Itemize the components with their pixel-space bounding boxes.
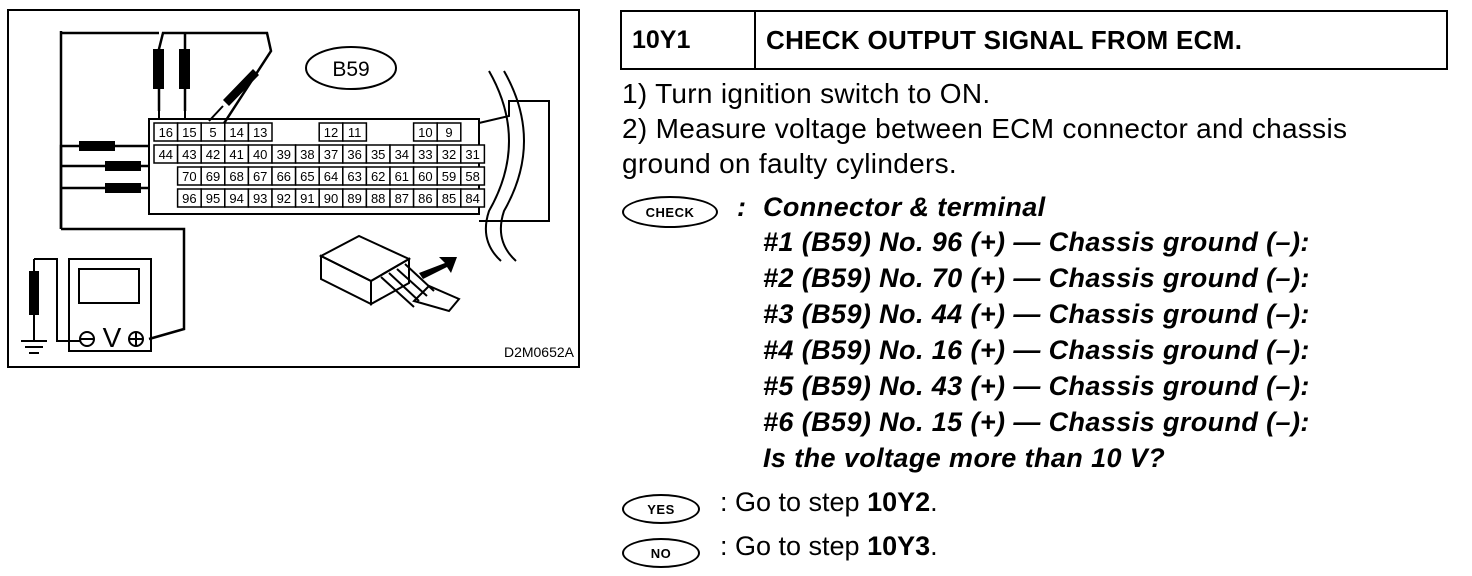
connector-label-bubble	[305, 46, 397, 90]
terminal-number: 16	[159, 125, 173, 140]
no-end: .	[930, 531, 938, 561]
check-item-3: #3 (B59) No. 44 (+) — Chassis ground (–)…	[763, 299, 1310, 329]
terminal-number: 13	[253, 125, 267, 140]
terminal-number: 65	[300, 169, 314, 184]
connector-diagram: B59 16 15 5 14 13 12 11 10 9 44 43 42 41 40 39 38 37 36 35…	[7, 9, 580, 368]
terminal-number: 40	[253, 147, 267, 162]
terminal-number: 38	[300, 147, 314, 162]
terminal-number: 89	[347, 191, 361, 206]
terminal-number: 86	[418, 191, 432, 206]
terminal-number: 90	[324, 191, 338, 206]
terminal-cell	[247, 122, 273, 142]
terminal-number: 34	[395, 147, 409, 162]
terminal-cell	[460, 166, 486, 186]
terminal-number: 11	[348, 125, 362, 140]
terminal-number: 41	[229, 147, 243, 162]
terminal-number: 96	[182, 191, 196, 206]
terminal-number: 62	[371, 169, 385, 184]
check-colon: :	[737, 192, 747, 222]
terminal-cell	[436, 122, 462, 142]
terminal-number: 58	[465, 169, 479, 184]
yes-text: : Go to step	[720, 487, 868, 517]
terminal-number: 31	[465, 147, 479, 162]
terminal-number: 36	[347, 147, 361, 162]
no-result: : Go to step 10Y3.	[720, 531, 938, 562]
terminal-number: 91	[300, 191, 314, 206]
instruction-2: 2) Measure voltage between ECM connector…	[622, 113, 1348, 144]
terminal-number: 69	[206, 169, 220, 184]
terminal-number: 37	[324, 147, 338, 162]
terminal-grid: 16 15 5 14 13 12 11 10 9 44 43 42 41 40 39 38 37 36 35 34 33…	[153, 122, 486, 208]
yes-target: 10Y2	[867, 487, 931, 517]
yes-end: .	[930, 487, 938, 517]
terminal-number: 66	[277, 169, 291, 184]
connector-label: B59	[332, 58, 369, 81]
check-item-4: #4 (B59) No. 16 (+) — Chassis ground (–)…	[763, 335, 1310, 365]
terminal-number: 95	[206, 191, 220, 206]
voltmeter-symbol: V	[103, 322, 122, 353]
terminal-number: 92	[277, 191, 291, 206]
no-text: : Go to step	[720, 531, 868, 561]
terminal-number: 88	[371, 191, 385, 206]
terminal-number: 33	[418, 147, 432, 162]
no-target: 10Y3	[867, 531, 931, 561]
terminal-number: 15	[182, 125, 196, 140]
terminal-number: 94	[229, 191, 243, 206]
terminal-number: 9	[445, 125, 452, 140]
terminal-number: 39	[277, 147, 291, 162]
terminal-number: 84	[465, 191, 479, 206]
terminal-number: 35	[371, 147, 385, 162]
terminal-number: 70	[182, 169, 196, 184]
check-item-6: #6 (B59) No. 15 (+) — Chassis ground (–)…	[763, 407, 1310, 437]
terminal-number: 85	[442, 191, 456, 206]
check-item-2: #2 (B59) No. 70 (+) — Chassis ground (–)…	[763, 263, 1310, 293]
terminal-number: 32	[442, 147, 456, 162]
check-heading: Connector & terminal	[763, 192, 1046, 222]
terminal-number: 64	[324, 169, 338, 184]
terminal-number: 12	[324, 125, 338, 140]
terminal-cell	[342, 122, 368, 142]
yes-result: : Go to step 10Y2.	[720, 487, 938, 518]
terminal-number: 44	[159, 147, 173, 162]
check-badge: CHECK	[622, 196, 718, 228]
terminal-number: 87	[395, 191, 409, 206]
terminal-number: 68	[229, 169, 243, 184]
terminal-number: 93	[253, 191, 267, 206]
terminal-cell	[460, 188, 486, 208]
terminal-number: 63	[347, 169, 361, 184]
instruction-3: ground on faulty cylinders.	[622, 148, 957, 179]
no-badge: NO	[622, 538, 700, 568]
figure-code: D2M0652A	[504, 344, 575, 360]
check-item-5: #5 (B59) No. 43 (+) — Chassis ground (–)…	[763, 371, 1310, 401]
terminal-number: 42	[206, 147, 220, 162]
check-question: Is the voltage more than 10 V?	[763, 443, 1166, 473]
terminal-number: 14	[229, 125, 243, 140]
step-header: 10Y1 CHECK OUTPUT SIGNAL FROM ECM.	[620, 10, 1448, 70]
step-title: CHECK OUTPUT SIGNAL FROM ECM.	[766, 24, 1243, 55]
yes-badge: YES	[622, 494, 700, 524]
step-code: 10Y1	[622, 12, 756, 68]
terminal-number: 60	[418, 169, 432, 184]
terminal-cell	[460, 144, 486, 164]
check-item-1: #1 (B59) No. 96 (+) — Chassis ground (–)…	[763, 227, 1310, 257]
terminal-number: 5	[209, 125, 216, 140]
terminal-number: 67	[253, 169, 267, 184]
terminal-number: 59	[442, 169, 456, 184]
instruction-1: 1) Turn ignition switch to ON.	[622, 78, 991, 109]
terminal-number: 43	[182, 147, 196, 162]
wiring-diagram-svg: B59 16 15 5 14 13 12 11 10 9 44 43 42 41 40 39 38 37 36 35…	[21, 31, 575, 360]
terminal-number: 10	[418, 125, 432, 140]
terminal-number: 61	[395, 169, 409, 184]
